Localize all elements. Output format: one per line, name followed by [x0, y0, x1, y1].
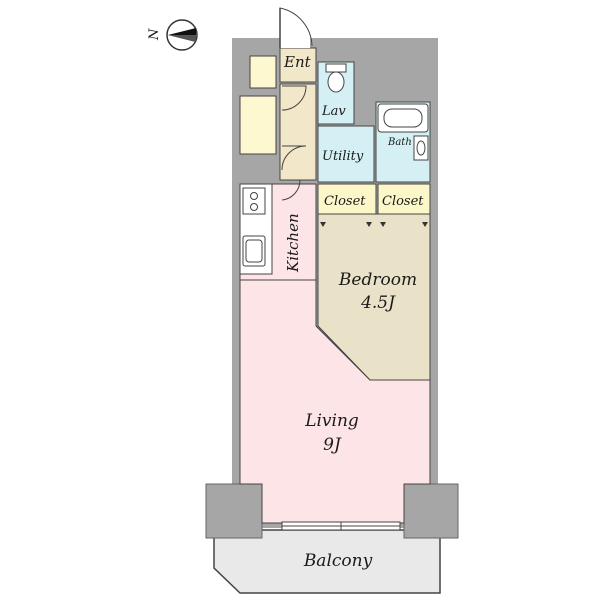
kitchen-label: Kitchen — [284, 213, 302, 273]
living-room — [239, 279, 431, 524]
toilet-icon — [325, 63, 347, 93]
north-compass-icon — [166, 19, 198, 51]
closet-2-label: Closet — [382, 194, 424, 209]
bathtub-icon — [377, 103, 429, 133]
column-right — [403, 483, 459, 539]
bedroom-label: Bedroom — [338, 270, 417, 290]
utility-room — [317, 125, 375, 183]
lavatory-label: Lav — [321, 104, 346, 119]
stove-icon — [242, 187, 266, 215]
bath-sink-icon — [413, 135, 429, 161]
shoe-storage — [249, 55, 277, 89]
entrance-door-icon — [279, 7, 313, 48]
compass-label: N — [147, 28, 162, 41]
balcony-label: Balcony — [303, 551, 373, 571]
closet-door-marks — [320, 222, 428, 227]
closet-1 — [317, 183, 377, 215]
closet-1-label: Closet — [324, 194, 366, 209]
hallway-area — [279, 83, 317, 181]
utility-label: Utility — [322, 149, 364, 164]
storage-cabinet — [239, 95, 277, 155]
bedroom-size-label: 4.5J — [360, 293, 396, 313]
closet-2 — [377, 183, 431, 215]
balcony-area — [213, 529, 441, 594]
entrance-area — [279, 47, 317, 83]
column-left — [205, 483, 263, 539]
living-size-label: 9J — [323, 435, 342, 455]
entrance-label: Ent — [283, 53, 312, 71]
bath-label: Bath — [387, 137, 412, 148]
balcony-sliding-door — [281, 521, 401, 531]
living-label: Living — [304, 411, 359, 431]
kitchen-sink-icon — [242, 235, 266, 267]
